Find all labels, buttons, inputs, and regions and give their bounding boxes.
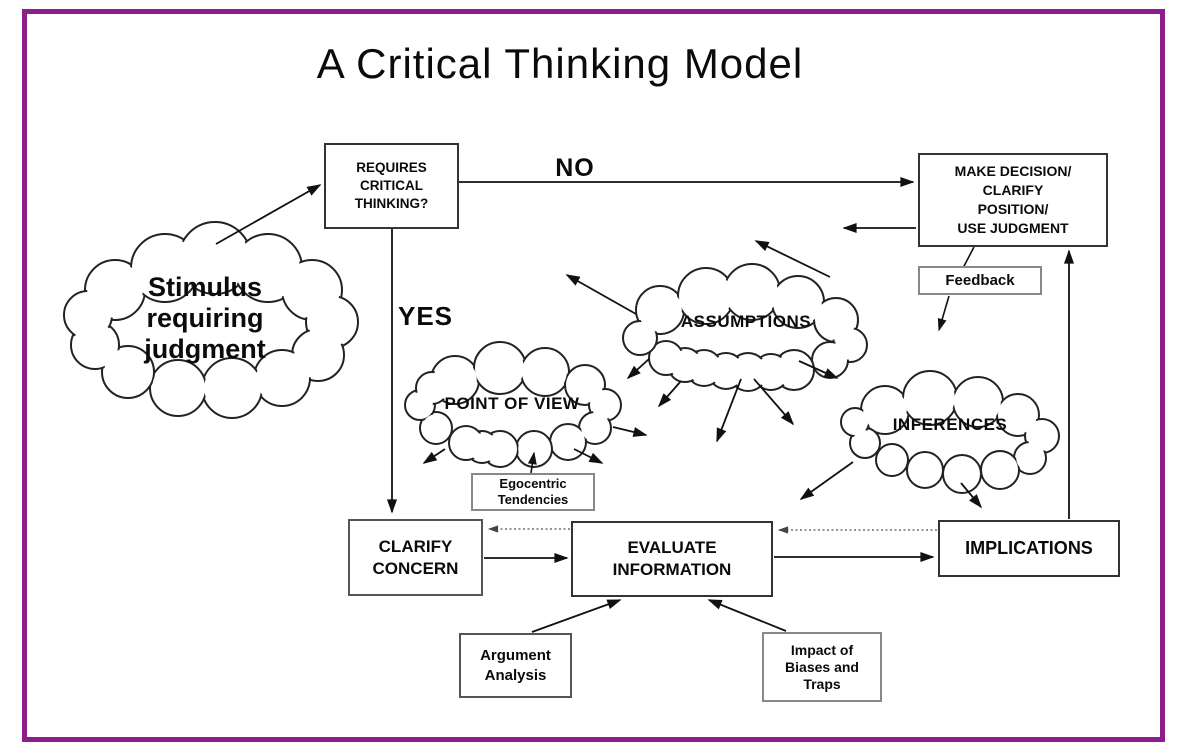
connector-decision-to-feedback bbox=[962, 246, 975, 269]
arrow-assumptions-southwest-1 bbox=[626, 358, 650, 380]
arrow-egocentric-to-pov bbox=[527, 451, 537, 474]
implications-box: IMPLICATIONS bbox=[938, 520, 1120, 577]
arrow-inferences-to-implications bbox=[960, 482, 983, 509]
arrow-assumptions-southwest-2 bbox=[657, 380, 682, 408]
stimulus-cloud-label: Stimulus requiring judgment bbox=[144, 272, 266, 364]
clarify-concern-box: CLARIFY CONCERN bbox=[348, 519, 483, 596]
impact-of-biases-box: Impact of Biases and Traps bbox=[762, 632, 882, 702]
yes-branch-label: YES bbox=[398, 301, 454, 331]
arrow-inferences-southwest bbox=[799, 461, 854, 500]
arrow-pov-east bbox=[612, 426, 648, 437]
arrow-pov-southwest bbox=[422, 448, 446, 464]
evaluate-information-box: EVALUATE INFORMATION bbox=[571, 521, 773, 597]
arrow-pov-southeast bbox=[573, 448, 604, 464]
arrow-impact-to-evaluate bbox=[707, 599, 787, 632]
make-decision-box: MAKE DECISION/ CLARIFY POSITION/ USE JUD… bbox=[918, 153, 1108, 247]
arrow-assumptions-south bbox=[716, 378, 742, 443]
page-title: A Critical Thinking Model bbox=[316, 40, 804, 87]
arrow-assumptions-northwest-2 bbox=[565, 274, 637, 315]
egocentric-tendencies-box: Egocentric Tendencies bbox=[471, 473, 595, 511]
point-of-view-cloud-label: POINT OF VIEW bbox=[444, 394, 580, 413]
assumptions-cloud-label: ASSUMPTIONS bbox=[680, 312, 812, 331]
diagram-border-frame bbox=[22, 9, 1165, 742]
arrow-assumptions-northwest-1 bbox=[754, 240, 831, 278]
inferences-cloud-label: INFERENCES bbox=[892, 415, 1008, 434]
arrow-stimulus-to-requires bbox=[215, 184, 322, 245]
arrow-assumptions-to-inferences bbox=[798, 360, 839, 379]
feedback-box: Feedback bbox=[918, 266, 1042, 295]
arrow-assumptions-southeast bbox=[753, 378, 795, 426]
argument-analysis-box: Argument Analysis bbox=[459, 633, 572, 698]
arrow-feedback-down bbox=[937, 295, 950, 332]
requires-critical-thinking-box: REQUIRES CRITICAL THINKING? bbox=[324, 143, 459, 229]
arrow-argument-to-evaluate bbox=[531, 599, 622, 633]
no-branch-label: NO bbox=[555, 154, 595, 182]
